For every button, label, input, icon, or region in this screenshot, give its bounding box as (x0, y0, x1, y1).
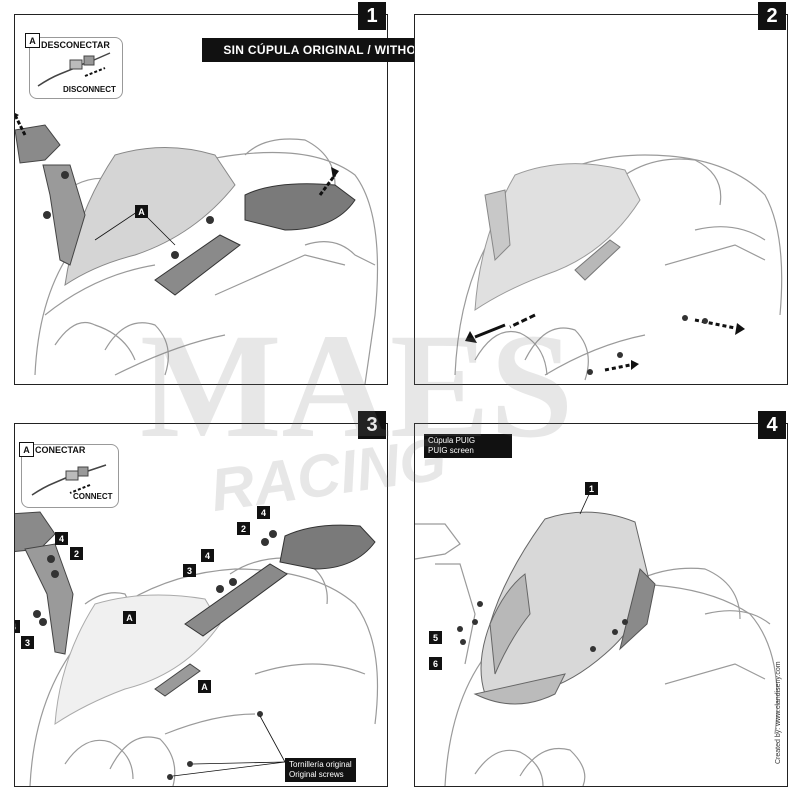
part-label-4: 4 (257, 506, 270, 519)
callout-letter-a: A (25, 33, 40, 48)
part-label-6: 6 (429, 657, 442, 670)
step-4-panel: Cúpula PUIG PUIG screen 1 5 6 Created by… (414, 423, 788, 787)
puig-screen-en: PUIG screen (428, 446, 474, 455)
step-3-panel: A CONECTAR CONNECT 4 2 4 3 4 2 4 3 A A T… (14, 423, 388, 787)
callout-letter-a: A (19, 442, 34, 457)
part-label-5: 5 (429, 631, 442, 644)
disconnect-callout (29, 37, 123, 99)
puig-screen-es: Cúpula PUIG (428, 436, 476, 445)
part-label-a: A (135, 205, 148, 218)
step-2-number: 2 (758, 2, 786, 30)
original-screws-es: Tornillería original (289, 760, 352, 769)
step-2-panel (414, 14, 788, 385)
connector-illustration (37, 52, 111, 87)
part-label-4: 4 (201, 549, 214, 562)
part-label-2: 2 (70, 547, 83, 560)
step-1-panel: A DESCONECTAR DISCONNECT A SIN CÚPULA OR… (14, 14, 574, 385)
connect-callout (21, 444, 119, 508)
original-screws-en: Original screws (289, 770, 344, 779)
connect-label-es: CONECTAR (35, 445, 86, 455)
disconnect-label-en: DISCONNECT (63, 85, 116, 94)
step-4-illustration (415, 489, 778, 786)
original-screws-note: Tornillería original Original screws (285, 758, 356, 782)
part-label-3: 3 (21, 636, 34, 649)
step-1-number: 1 (358, 2, 386, 30)
connector-illustration (31, 464, 107, 496)
part-label-a: A (198, 680, 211, 693)
step-4-number: 4 (758, 411, 786, 439)
part-label-4: 4 (15, 620, 20, 633)
part-label-3: 3 (183, 564, 196, 577)
part-label-2: 2 (237, 522, 250, 535)
puig-screen-note: Cúpula PUIG PUIG screen (424, 434, 512, 458)
step-3-illustration (15, 511, 379, 786)
connect-label-en: CONNECT (73, 492, 113, 501)
step-1-illustration (15, 113, 379, 384)
part-label-4: 4 (55, 532, 68, 545)
part-label-1: 1 (585, 482, 598, 495)
part-label-a: A (123, 611, 136, 624)
step-3-number: 3 (358, 411, 386, 439)
step-2-illustration (454, 154, 783, 381)
disconnect-label-es: DESCONECTAR (41, 40, 110, 50)
credit-text: Created by: www.clandiseny.com (775, 661, 782, 764)
without-original-screen-banner: SIN CÚPULA ORIGINAL / WITHOUT ORIGINAL S… (202, 38, 574, 62)
